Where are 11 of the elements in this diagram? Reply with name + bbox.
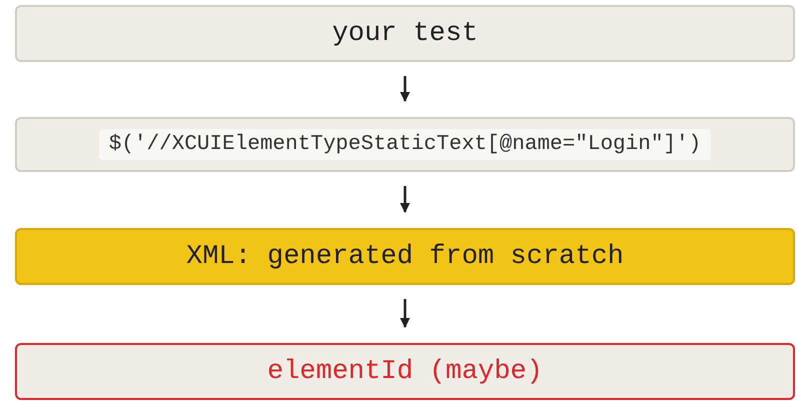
node-label: your test	[332, 18, 478, 48]
arrow	[400, 299, 410, 328]
node-label: XML: generated from scratch	[186, 242, 624, 272]
process-box	[15, 5, 795, 62]
process-box	[15, 228, 795, 285]
process-box	[15, 343, 795, 400]
process-box	[15, 117, 795, 172]
arrow	[400, 186, 410, 213]
code-snippet: $('//XCUIElementTypeStaticText[@name="Login"]')	[98, 129, 712, 160]
node-label: elementId (maybe)	[267, 356, 543, 386]
arrow	[400, 76, 410, 102]
